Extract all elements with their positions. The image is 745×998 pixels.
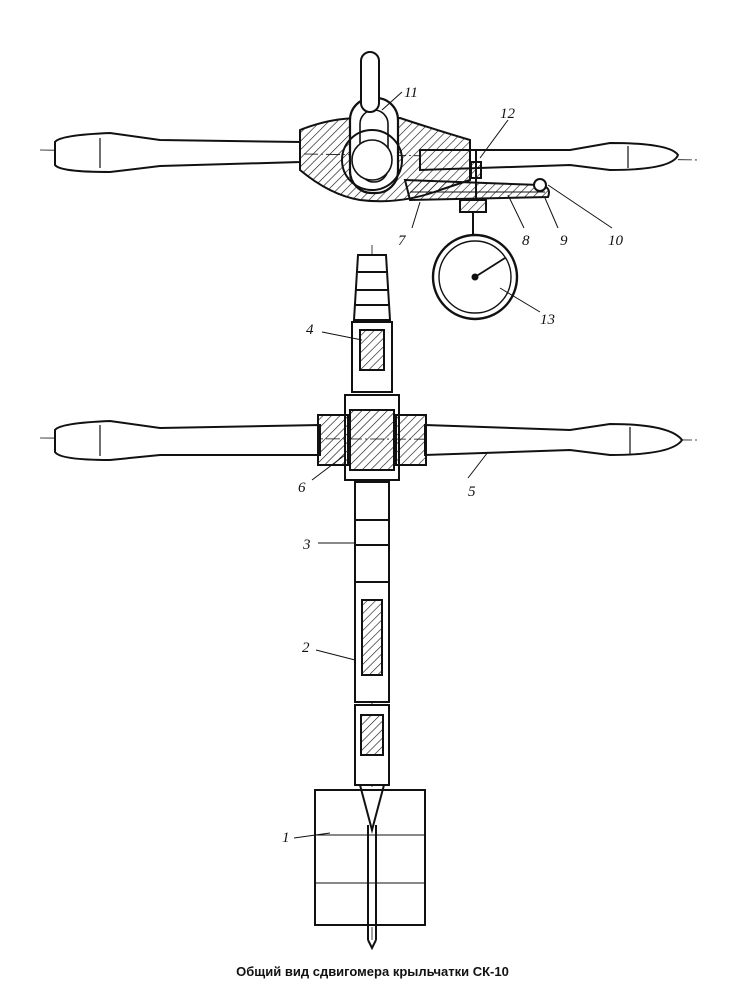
callout-13: 13 xyxy=(540,312,555,328)
callout-1: 1 xyxy=(282,830,290,846)
callout-10: 10 xyxy=(608,233,624,249)
callout-8: 8 xyxy=(522,233,530,249)
leader-lines xyxy=(293,91,613,839)
callout-12: 12 xyxy=(500,106,516,122)
vane xyxy=(314,784,426,951)
callout-7: 7 xyxy=(398,233,407,249)
callout-6: 6 xyxy=(298,480,306,496)
callout-2: 2 xyxy=(302,640,310,656)
middle-handle xyxy=(39,414,701,466)
top-handle-assembly xyxy=(39,51,701,240)
callout-5: 5 xyxy=(468,484,476,500)
dial-indicator xyxy=(431,233,519,321)
callout-3: 3 xyxy=(302,537,311,553)
callout-11: 11 xyxy=(404,85,418,101)
figure-caption: Общий вид сдвигомера крыльчатки СК-10 xyxy=(236,964,509,979)
callout-4: 4 xyxy=(306,322,314,338)
callout-9: 9 xyxy=(560,233,568,249)
